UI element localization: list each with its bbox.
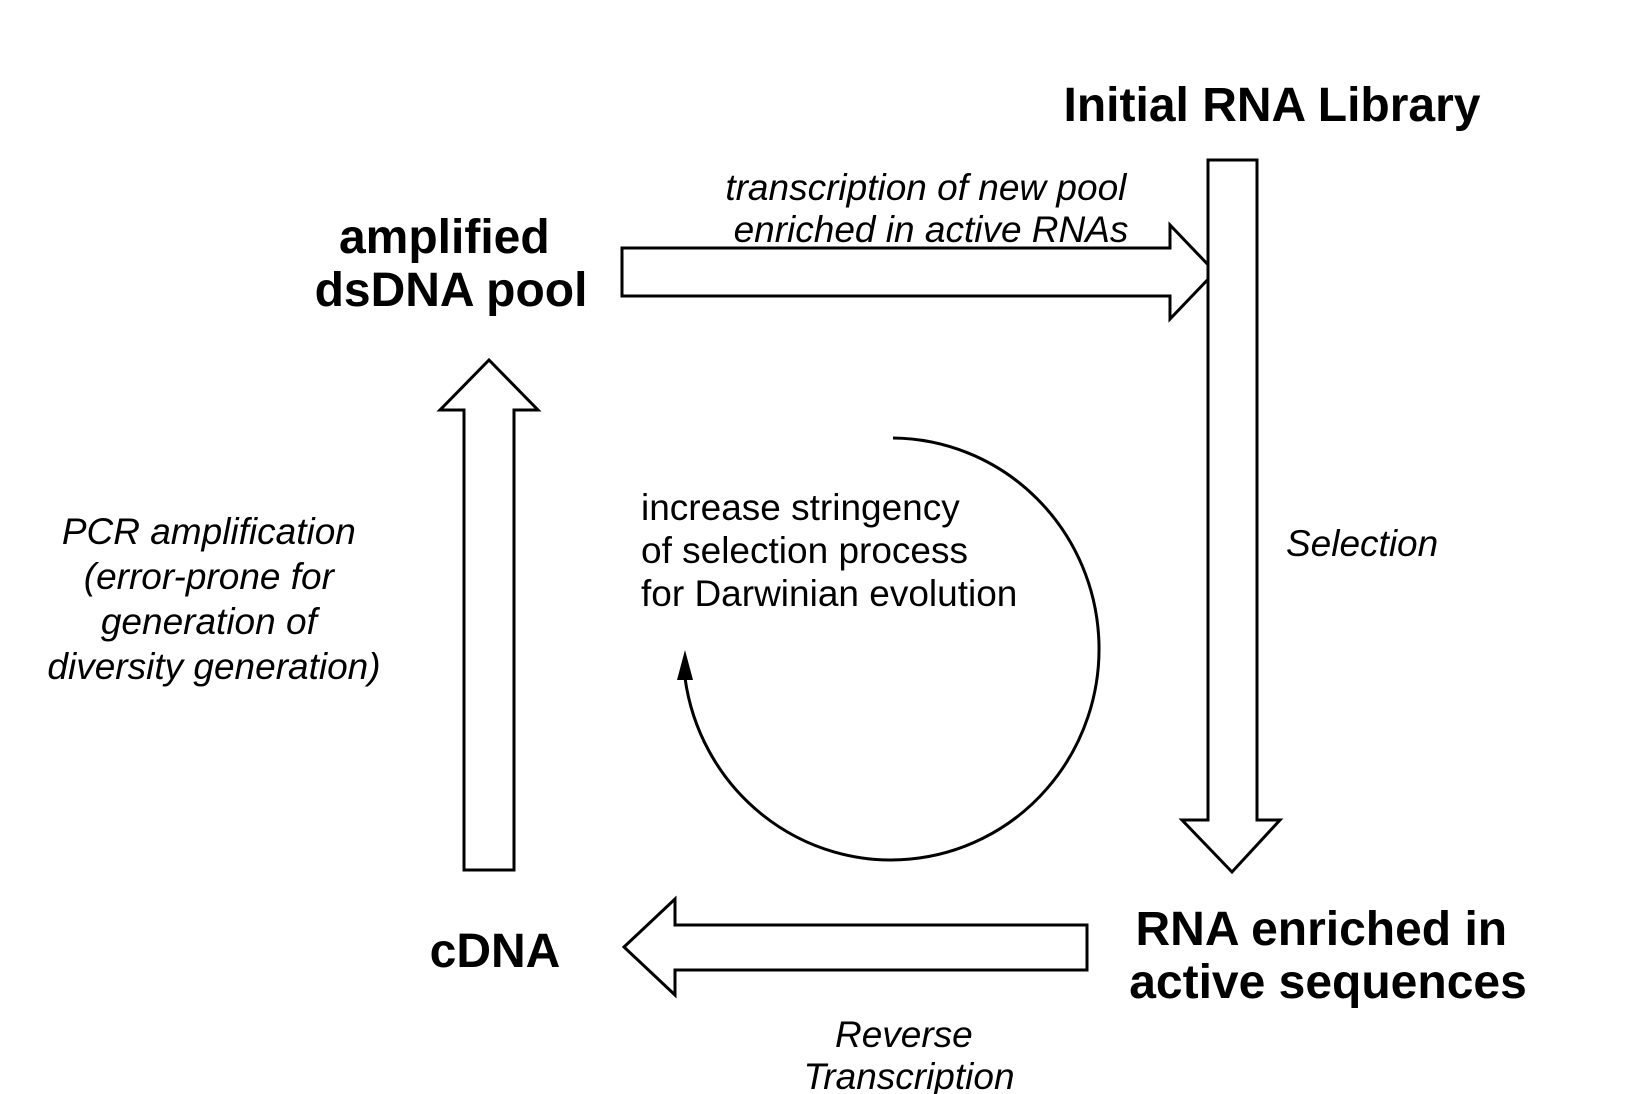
selection-arrow [1178, 158, 1284, 875]
cycle-note-line-1: increase stringency [641, 487, 960, 528]
edge-label-pcr-line-4: diversity generation) [47, 646, 380, 687]
cycle-note-line-2: of selection process [641, 530, 968, 571]
edge-label-transcription-line-1: transcription of new pool [725, 167, 1128, 208]
node-dsdna-pool: amplified dsDNA pool [315, 211, 588, 317]
node-cdna: cDNA [430, 925, 561, 978]
edge-label-transcription: transcription of new pool enriched in ac… [725, 167, 1136, 250]
reverse-transcription-arrow [621, 895, 1089, 999]
edge-label-pcr-line-1: PCR amplification [62, 511, 356, 552]
cycle-arc [683, 436, 1101, 862]
edge-label-selection: Selection [1286, 523, 1438, 564]
edge-label-transcription-line-2: enriched in active RNAs [734, 209, 1129, 250]
node-dsdna-pool-line-1: amplified [339, 211, 550, 264]
edge-label-reverse-transcription-line-2: Transcription [803, 1056, 1014, 1094]
edge-label-pcr-amplification: PCR amplification (error-prone for gener… [47, 511, 380, 687]
edge-label-pcr-line-2: (error-prone for [84, 556, 336, 597]
node-rna-enriched-line-2: active sequences [1129, 956, 1527, 1009]
transcription-arrow [620, 221, 1218, 323]
cycle-note: increase stringency of selection process… [641, 487, 1017, 614]
node-initial-rna-library: Initial RNA Library [1064, 79, 1481, 132]
cycle-note-line-3: for Darwinian evolution [641, 573, 1017, 614]
node-rna-enriched-line-1: RNA enriched in [1136, 903, 1508, 956]
cycle-arrowhead [677, 650, 693, 680]
edge-label-reverse-transcription-line-1: Reverse [835, 1014, 973, 1055]
edge-label-reverse-transcription: Reverse Transcription [803, 1014, 1014, 1094]
edge-label-pcr-line-3: generation of [101, 601, 321, 642]
pcr-amplification-arrow [436, 357, 542, 872]
node-rna-enriched: RNA enriched in active sequences [1129, 903, 1527, 1009]
node-dsdna-pool-line-2: dsDNA pool [315, 264, 588, 317]
